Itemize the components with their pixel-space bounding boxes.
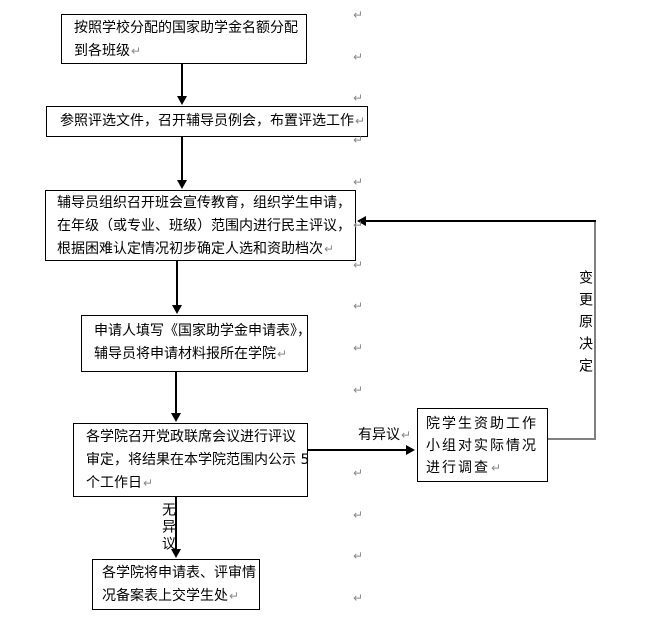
box-text: 申请人填写《国家助学金申请表》， — [94, 323, 311, 339]
feedback-loop-vertical-line — [594, 220, 596, 440]
feedback-loop-bottom-line — [548, 438, 596, 440]
box-text-line: 个工作日↵ — [86, 472, 307, 495]
box-text: 进行调查 — [426, 460, 490, 476]
flow-box-review: 各学院召开党政联席会议进行评议 审定，将结果在本学院范围内公示 5 个工作日↵ — [73, 423, 310, 497]
paragraph-mark: ↵ — [143, 476, 154, 490]
arrowhead-left-icon — [357, 216, 366, 226]
paragraph-mark: ↵ — [229, 589, 240, 603]
flow-box-meeting: 参照评选文件，召开辅导员例会，布置评选工作↵ — [46, 106, 368, 137]
box-text-line: 审定，将结果在本学院范围内公示 5 — [86, 449, 310, 472]
paragraph-mark: ↵ — [353, 50, 364, 64]
label-text: 有异议 — [358, 427, 400, 443]
box-text-line: 按照学校分配的国家助学金名额分配 — [74, 17, 306, 40]
arrow-review-to-investigate — [308, 449, 407, 451]
box-text-line: 申请人填写《国家助学金申请表》， — [94, 320, 311, 343]
paragraph-mark: ↵ — [353, 258, 364, 272]
box-text: 在年级（或专业、班级）范围内进行民主评议， — [57, 218, 351, 234]
paragraph-mark: ↵ — [353, 8, 364, 22]
feedback-loop-top-line — [365, 220, 596, 222]
box-text-line: 在年级（或专业、班级）范围内进行民主评议， — [57, 215, 355, 238]
flow-box-submit: 各学院将申请表、评审情 况备案表上交学生处↵ — [92, 559, 260, 610]
box-text: 各学院将申请表、评审情 — [102, 565, 256, 581]
box-text-line: 院学生资助工作 — [426, 413, 547, 435]
paragraph-mark: ↵ — [353, 218, 364, 232]
box-text-line: 各学院将申请表、评审情 — [102, 562, 259, 585]
box-text-line: 况备案表上交学生处↵ — [102, 585, 259, 608]
paragraph-mark: ↵ — [355, 114, 366, 128]
box-text-line: 参照评选文件，召开辅导员例会，布置评选工作↵ — [60, 107, 367, 135]
paragraph-mark: ↵ — [353, 91, 364, 105]
paragraph-mark: ↵ — [353, 299, 364, 313]
paragraph-mark: ↵ — [277, 347, 288, 361]
box-text: 小组对实际情况 — [426, 438, 538, 454]
label-objection: 有异议↵ — [358, 424, 411, 444]
box-text: 审定，将结果在本学院范围内公示 5 — [86, 452, 310, 468]
flow-box-class-meeting: 辅导员组织召开班会宣传教育，组织学生申请， 在年级（或专业、班级）范围内进行民主… — [45, 190, 356, 261]
flow-box-application: 申请人填写《国家助学金申请表》， 辅导员将申请材料报所在学院↵ — [81, 315, 311, 372]
arrow-allocate-to-meeting — [181, 64, 183, 97]
box-text: 辅导员组织召开班会宣传教育，组织学生申请， — [57, 195, 351, 211]
arrowhead-down-icon — [177, 96, 187, 105]
box-text: 况备案表上交学生处 — [102, 588, 228, 604]
box-text: 院学生资助工作 — [426, 416, 538, 432]
box-text-line: 进行调查↵ — [426, 457, 547, 479]
arrowhead-down-icon — [177, 180, 187, 189]
box-text-line: 辅导员组织召开班会宣传教育，组织学生申请， — [57, 192, 355, 215]
paragraph-mark: ↵ — [353, 466, 364, 480]
paragraph-mark: ↵ — [131, 44, 142, 58]
paragraph-mark: ↵ — [353, 341, 364, 355]
paragraph-mark: ↵ — [353, 175, 364, 189]
box-text-line: 根据困难认定情况初步确定人选和资助档次↵ — [57, 238, 355, 261]
box-text: 按照学校分配的国家助学金名额分配 — [74, 20, 298, 36]
box-text-line: 小组对实际情况 — [426, 435, 547, 457]
label-change-decision: 变更原决定 — [577, 270, 593, 380]
box-text: 根据困难认定情况初步确定人选和资助档次 — [57, 241, 323, 257]
box-text: 辅导员将申请材料报所在学院 — [94, 346, 276, 362]
flow-box-investigate: 院学生资助工作 小组对实际情况 进行调查↵ — [417, 408, 548, 482]
paragraph-mark: ↵ — [353, 508, 364, 522]
box-text: 参照评选文件，召开辅导员例会，布置评选工作 — [60, 113, 354, 129]
arrow-application-to-review — [175, 372, 177, 414]
flow-box-allocate: 按照学校分配的国家助学金名额分配 到各班级↵ — [61, 14, 307, 64]
paragraph-mark: ↵ — [353, 549, 364, 563]
box-text-line: 各学院召开党政联席会议进行评议 — [86, 426, 307, 449]
label-no-objection: 无异议 — [160, 502, 176, 553]
paragraph-mark: ↵ — [353, 133, 364, 147]
arrowhead-down-icon — [171, 413, 181, 422]
paragraph-mark: ↵ — [353, 591, 364, 605]
arrowhead-down-icon — [172, 305, 182, 314]
arrow-classmeeting-to-application — [176, 261, 178, 306]
paragraph-mark: ↵ — [491, 461, 504, 475]
arrow-meeting-to-classmeeting — [181, 137, 183, 181]
box-text: 到各班级 — [74, 43, 130, 59]
arrow-review-to-submit — [175, 497, 177, 550]
paragraph-mark: ↵ — [353, 383, 364, 397]
arrowhead-right-icon — [406, 445, 415, 455]
box-text-line: 到各班级↵ — [74, 40, 306, 63]
box-text: 个工作日 — [86, 475, 142, 491]
paragraph-mark: ↵ — [324, 242, 335, 256]
paragraph-mark: ↵ — [401, 428, 412, 442]
box-text: 各学院召开党政联席会议进行评议 — [86, 429, 296, 445]
box-text-line: 辅导员将申请材料报所在学院↵ — [94, 343, 307, 366]
arrowhead-down-icon — [171, 549, 181, 558]
